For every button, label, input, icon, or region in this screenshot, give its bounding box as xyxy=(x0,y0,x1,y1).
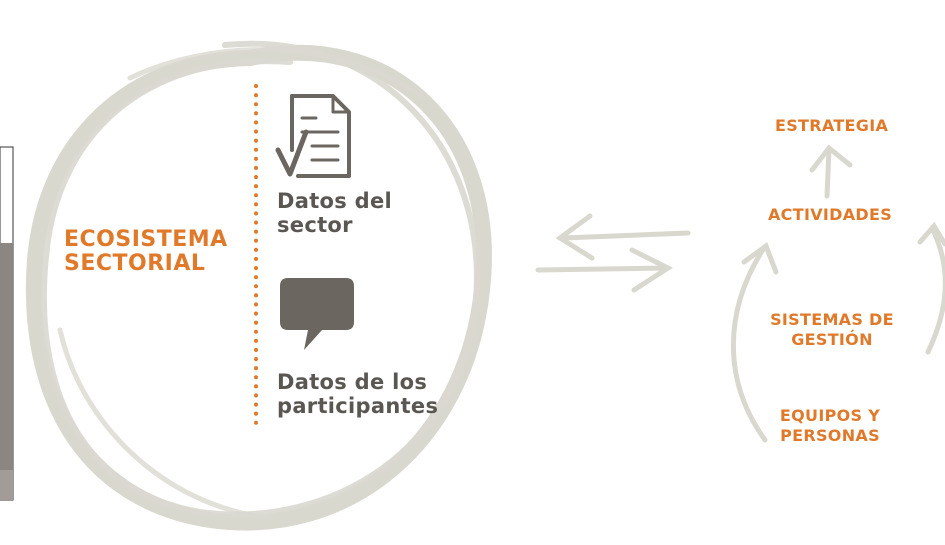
ecosystem-title: ECOSISTEMA SECTORIAL xyxy=(64,228,228,276)
cycle-systems-line1: SISTEMAS DE xyxy=(770,310,894,329)
arrow-activities-to-strategy xyxy=(824,147,832,199)
participants-data-line2: participantes xyxy=(277,394,439,418)
participants-data-line1: Datos de los xyxy=(277,370,428,394)
sketch-circle xyxy=(25,40,492,531)
sector-data-line1: Datos del xyxy=(277,189,393,213)
ecosystem-title-line1: ECOSISTEMA xyxy=(64,227,228,252)
cycle-strategy-label: ESTRATEGIA xyxy=(775,116,888,136)
cycle-teams-label: EQUIPOS Y PERSONAS xyxy=(775,406,885,446)
sector-data-line2: sector xyxy=(277,213,353,237)
cycle-activities-label: ACTIVIDADES xyxy=(768,205,892,225)
left-image-panel xyxy=(0,146,14,501)
exchange-arrows xyxy=(535,213,691,293)
arrow-left-up xyxy=(730,245,768,443)
speech-bubble-icon xyxy=(280,278,354,350)
participants-data-label: Datos de los participantes xyxy=(277,370,438,418)
cycle-systems-line2: GESTIÓN xyxy=(791,330,873,349)
cycle-activities-text: ACTIVIDADES xyxy=(768,205,893,224)
arrow-right-up xyxy=(925,227,945,355)
cycle-strategy-text: ESTRATEGIA xyxy=(775,116,889,135)
cycle-arrows xyxy=(730,144,945,443)
cycle-teams-line1: EQUIPOS Y xyxy=(779,406,881,425)
sector-data-label: Datos del sector xyxy=(277,189,392,237)
ecosystem-title-line2: SECTORIAL xyxy=(64,251,206,276)
document-check-icon xyxy=(275,94,351,178)
cycle-teams-line2: PERSONAS xyxy=(780,426,880,445)
cycle-systems-label: SISTEMAS DE GESTIÓN xyxy=(762,310,902,350)
